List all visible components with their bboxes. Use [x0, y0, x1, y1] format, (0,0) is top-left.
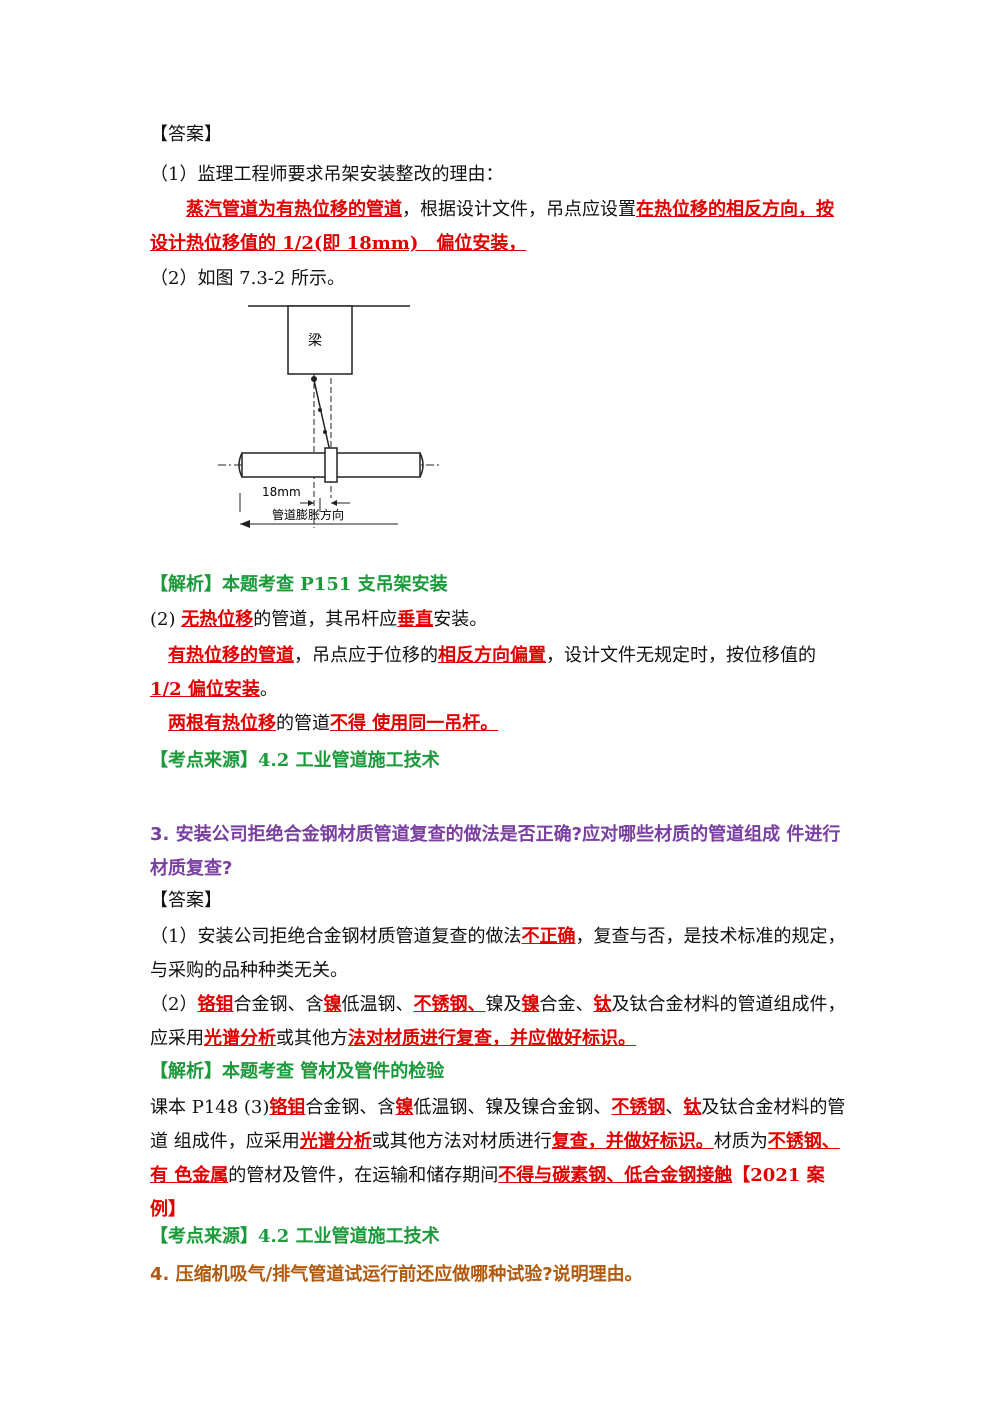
- body-text: 或其他方: [276, 1028, 348, 1049]
- body-text: 课本 P148 (3): [150, 1097, 270, 1118]
- body-text: 的管道: [276, 713, 330, 734]
- analysis-title: 【解析】本题考查 管材及管件的检验: [150, 1061, 445, 1082]
- question-3: 3. 安装公司拒绝合金钢材质管道复查的做法是否正确?应对哪些材质的管道组成 件进…: [150, 824, 841, 879]
- answer-item-2: （2）如图 7.3-2 所示。: [150, 268, 346, 289]
- highlight-text: 钛: [593, 994, 612, 1015]
- highlight-text: 不锈钢、: [413, 994, 486, 1015]
- body-text: （2）: [150, 994, 198, 1015]
- highlight-text: 在热位移的相反方向，按设计热位移值的 1/2(即 18mm) 偏位安装，: [150, 199, 834, 254]
- highlight-text: 【2021 案例】: [150, 1165, 825, 1220]
- highlight-text: 光谱分析: [204, 1028, 276, 1049]
- body-text: 材质为: [713, 1131, 768, 1152]
- analysis-line: (2) 无热位移的管道，其吊杆应垂直安装。: [150, 603, 850, 637]
- highlight-text: 法对材质进行复查，并应做好标识。: [348, 1028, 636, 1049]
- body-text: ，设计文件无规定时，按位移值的: [546, 645, 816, 666]
- arrow-label: 管道膨胀方向: [272, 507, 344, 522]
- analysis-title: 【解析】本题考查 P151 支吊架安装: [150, 574, 448, 595]
- answer-item-1: （1）监理工程师要求吊架安装整改的理由：: [150, 164, 504, 185]
- highlight-text: 无热位移: [181, 609, 254, 630]
- body-text: 或其他方法对材质进行: [371, 1131, 552, 1152]
- answer-label: 【答案】: [150, 124, 222, 145]
- beam-shape: [287, 305, 353, 375]
- body-text: 安装。: [433, 609, 488, 630]
- body-text: 的管材及管件，在运输和储存期间: [228, 1165, 499, 1186]
- highlight-text: 铬钼: [197, 994, 234, 1015]
- body-text: ，复查与否，是技术标准的规定，与采购的品种种类无关。: [150, 926, 846, 981]
- highlight-text: 有热位移的管道: [168, 645, 294, 666]
- dimension-label: 18mm: [262, 485, 301, 499]
- body-text: 低温钢、镍及镍合金钢、: [413, 1097, 612, 1118]
- answer-reason: 蒸汽管道为有热位移的管道，根据设计文件，吊点应设置在热位移的相反方向，按设计热位…: [150, 193, 850, 261]
- body-text: 合金钢、含: [233, 994, 324, 1015]
- highlight-text: 相反方向偏置: [438, 645, 546, 666]
- highlight-text: 镍: [395, 1097, 414, 1118]
- question-4: 4. 压缩机吸气/排气管道试运行前还应做哪种试验?说明理由。: [150, 1264, 643, 1285]
- body-text: 。: [259, 679, 278, 700]
- highlight-text: 蒸汽管道为有热位移的管道: [186, 199, 402, 220]
- body-text: 合金钢、含: [305, 1097, 396, 1118]
- body-text: ，根据设计文件，吊点应设置: [402, 199, 636, 220]
- body-text: 的管道，其吊杆应: [253, 609, 398, 630]
- highlight-text: 不锈钢: [611, 1097, 666, 1118]
- pipe-clamp: [324, 447, 338, 483]
- highlight-text: 不正确: [521, 926, 576, 947]
- body-text: 镍及: [485, 994, 522, 1015]
- hanger-figure: 梁 18mm 管道膨胀方向: [218, 305, 442, 528]
- highlight-text: 1/2 偏位安装: [150, 679, 260, 700]
- beam-label: 梁: [308, 333, 322, 349]
- source-label: 【考点来源】4.2 工业管道施工技术: [150, 750, 440, 771]
- body-text: ，吊点应于位移的: [294, 645, 438, 666]
- highlight-text: 不锈钢、有 色金属: [150, 1131, 840, 1186]
- analysis-line: 两根有热位移的管道不得 使用同一吊杆。: [150, 707, 850, 741]
- analysis-line: 有热位移的管道，吊点应于位移的相反方向偏置，设计文件无规定时，按位移值的 1/2…: [150, 639, 850, 707]
- highlight-text: 镍: [323, 994, 342, 1015]
- highlight-text: 铬钼: [269, 1097, 306, 1118]
- source-label: 【考点来源】4.2 工业管道施工技术: [150, 1226, 440, 1247]
- body-text: 及钛合金材料的管道 组成件，应采用: [150, 1097, 846, 1152]
- answer-label: 【答案】: [150, 890, 222, 911]
- answer-item-2: （2）铬钼合金钢、含镍低温钢、不锈钢、镍及镍合金、钛及钛合金材料的管道组成件，应…: [150, 988, 850, 1056]
- highlight-text: 复查，并做好标识。: [551, 1131, 714, 1152]
- body-text: 及钛合金材料的管道组成件，应采用: [150, 994, 846, 1049]
- analysis-paragraph: 课本 P148 (3)铬钼合金钢、含镍低温钢、镍及镍合金钢、不锈钢、钛及钛合金材…: [150, 1091, 850, 1227]
- highlight-text: 光谱分析: [299, 1131, 372, 1152]
- highlight-text: 镍: [521, 994, 540, 1015]
- highlight-text: 垂直: [397, 609, 434, 630]
- body-text: （1）安装公司拒绝合金钢材质管道复查的做法: [150, 926, 522, 947]
- highlight-text: 不得与碳素钢、低合金钢接触: [498, 1165, 733, 1186]
- highlight-text: 两根有热位移: [168, 713, 276, 734]
- highlight-text: 不得 使用同一吊杆。: [330, 713, 499, 734]
- body-text: 低温钢、: [341, 994, 414, 1015]
- body-text: 合金、: [539, 994, 594, 1015]
- answer-item-1: （1）安装公司拒绝合金钢材质管道复查的做法不正确，复查与否，是技术标准的规定，与…: [150, 920, 850, 988]
- highlight-text: 钛: [683, 1097, 702, 1118]
- body-text: 、: [665, 1097, 684, 1118]
- body-text: (2): [150, 609, 182, 630]
